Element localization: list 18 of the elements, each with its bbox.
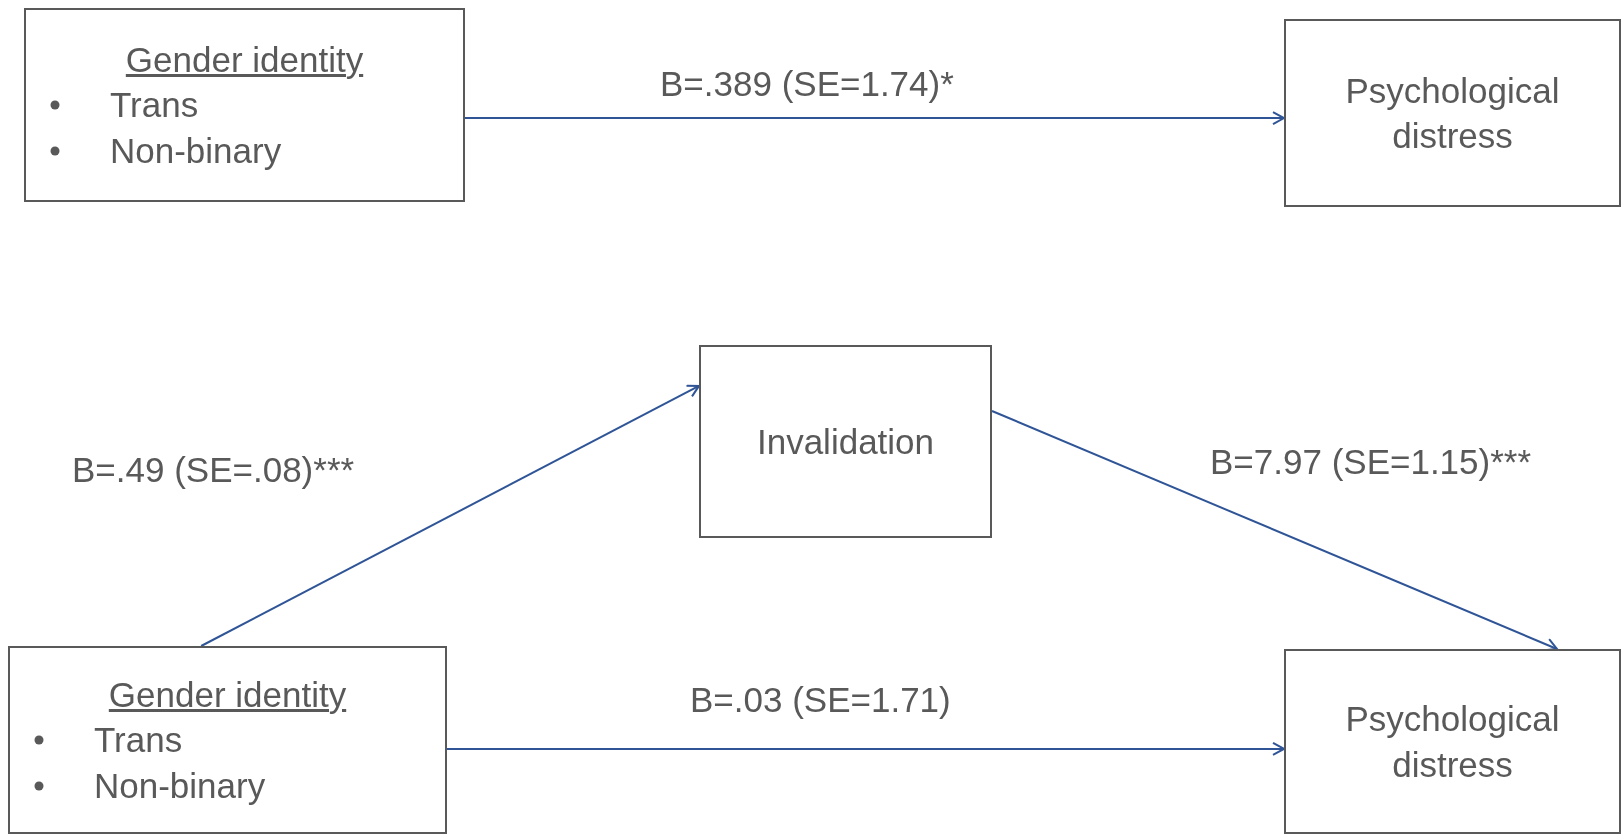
process-box [1284,649,1621,834]
box-label: Psychological distress [1344,69,1561,157]
box-label: Psychological distress [1344,698,1561,786]
bullet-item: Non-binary [26,127,463,174]
arrow [446,741,1285,756]
process-box [1284,19,1621,207]
box-label: Invalidation [755,420,936,463]
list-heading: Gender identity [125,38,364,81]
bullet-item: Trans [26,82,463,128]
bullet-item: Trans [10,717,445,763]
arrow [200,384,700,647]
bullet-item: Non-binary [10,762,445,809]
process-box [699,345,992,538]
variable-box [8,646,447,834]
arrow [991,410,1558,652]
variable-box [24,8,465,202]
list-heading: Gender identity [108,673,347,716]
arrow [464,111,1285,126]
